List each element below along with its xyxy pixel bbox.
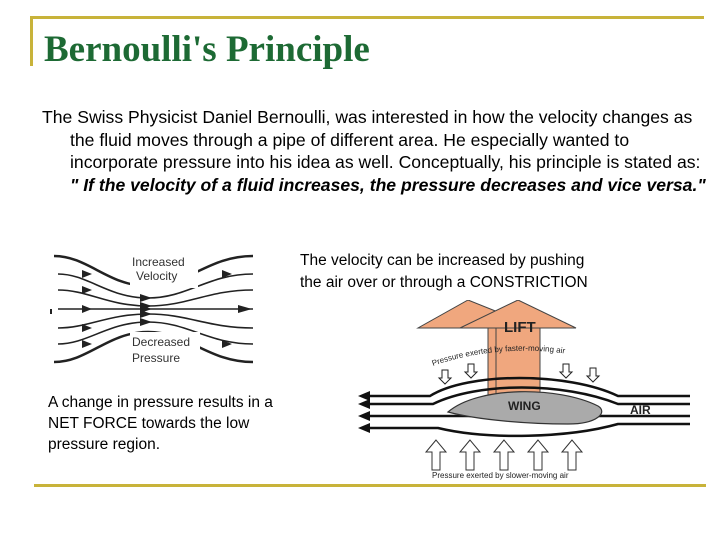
frame-left-rule [30, 16, 33, 66]
slide-title: Bernoulli's Principle [44, 29, 370, 70]
constriction-flow-figure: Increased Velocity Decreased Pressure [50, 254, 254, 366]
net-force-caption-line-1: A change in pressure results in a [48, 394, 273, 411]
air-label: AIR [630, 403, 651, 417]
frame-top-rule [30, 16, 704, 19]
wing-label: WING [508, 399, 541, 413]
net-force-caption: A change in pressure results in a NET FO… [48, 392, 273, 455]
wing-shape [446, 391, 603, 425]
lift-label: LIFT [504, 319, 536, 336]
decreased-label-1: Decreased [132, 335, 190, 349]
net-force-caption-line-3: pressure region. [48, 436, 161, 453]
bottom-pressure-text: Pressure exerted by slower-moving air [432, 471, 569, 480]
constriction-caption-line-1: The velocity can be increased by pushing [300, 252, 585, 269]
intro-paragraph: The Swiss Physicist Daniel Bernoulli, wa… [42, 106, 710, 196]
net-force-caption-line-2: NET FORCE towards the low [48, 415, 250, 432]
increased-label-2: Velocity [136, 269, 177, 283]
frame-bottom-rule [34, 484, 706, 487]
decreased-label-2: Pressure [132, 351, 180, 365]
increased-label-1: Increased [132, 255, 185, 269]
wing-lift-figure: LIFT Pressure exerted by faster-moving a… [358, 300, 690, 480]
constriction-caption-line-2: the air over or through a CONSTRICTION [300, 274, 588, 291]
principle-statement: " If the velocity of a fluid increases, … [70, 174, 706, 195]
intro-text: The Swiss Physicist Daniel Bernoulli, wa… [42, 107, 701, 172]
constriction-caption: The velocity can be increased by pushing… [300, 250, 588, 294]
